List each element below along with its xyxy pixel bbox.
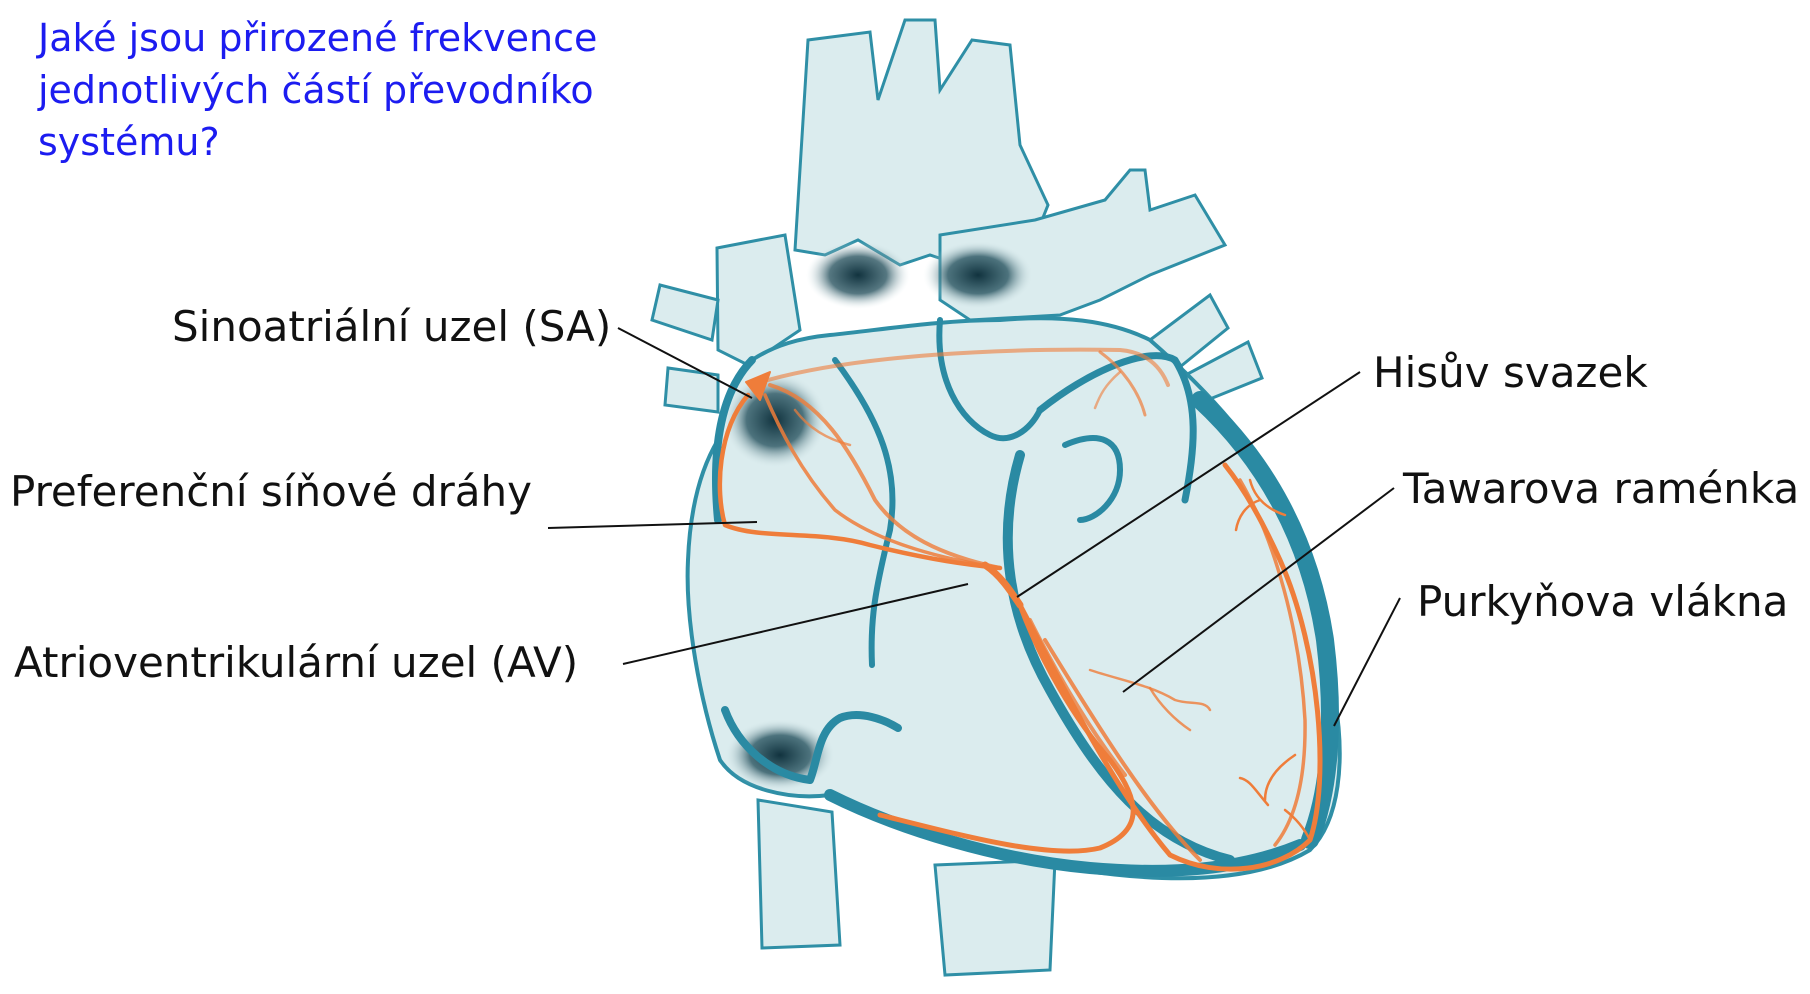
aorta-opening-shade [806, 241, 910, 309]
question-line-1: Jaké jsou přirozené frekvence [38, 12, 658, 64]
pulmonary-opening-shade [923, 241, 1033, 309]
question-line-2: jednotlivých částí převodníko [38, 64, 658, 116]
question-line-3: systému? [38, 116, 658, 168]
question-text: Jaké jsou přirozené frekvence jednotlivý… [38, 12, 658, 168]
label-sa-node: Sinoatriální uzel (SA) [172, 302, 611, 352]
label-av-node: Atrioventrikulární uzel (AV) [14, 638, 578, 688]
leader-purkyne [1334, 598, 1400, 726]
label-preferential-pathways: Preferenční síňové dráhy [10, 467, 532, 517]
descending-aorta [935, 860, 1055, 975]
right-pulmonary-vein-lower [665, 368, 718, 412]
right-pulmonary-vein-upper [652, 285, 718, 340]
label-tawara-branches: Tawarova raménka [1403, 464, 1799, 514]
inferior-vena-cava [758, 800, 840, 948]
label-purkinje-fibers: Purkyňova vlákna [1417, 577, 1788, 627]
label-his-bundle: Hisův svazek [1373, 348, 1648, 398]
